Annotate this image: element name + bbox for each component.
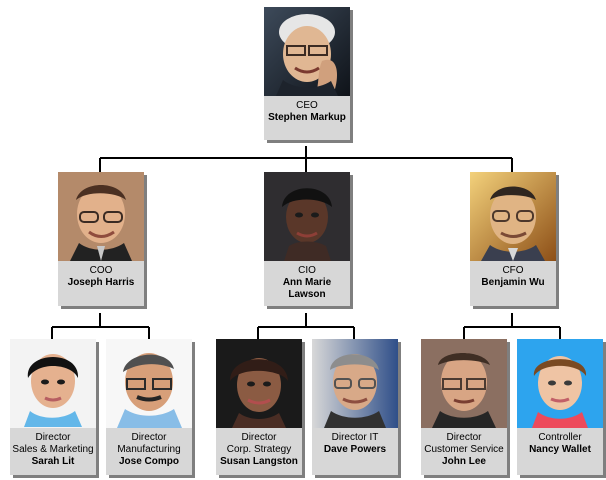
director-manufacturing-photo [106,339,192,428]
ceo-name: Stephen Markup [268,112,346,123]
cio-role: CIO [298,265,316,276]
controller-role: Controller [538,432,582,443]
cfo-caption: CFO Benjamin Wu [470,261,556,306]
ceo-role: CEO [296,100,318,111]
controller-caption: Controller Nancy Wallet [517,428,603,475]
director-customer-service-caption: Director Customer Service John Lee [421,428,507,475]
ceo-photo [264,7,350,96]
coo-name: Joseph Harris [67,277,135,288]
director-customer-service-role: Director Customer Service [424,432,504,455]
cfo-name: Benjamin Wu [481,277,545,288]
director-sales-photo [10,339,96,428]
director-sales-name: Sarah Lit [31,456,75,467]
director-manufacturing-card: Director Manufacturing Jose Compo [106,339,192,475]
director-customer-service-card: Director Customer Service John Lee [421,339,507,475]
director-manufacturing-name: Jose Compo [118,456,179,467]
director-it-role: Director IT [331,432,379,443]
cfo-photo [470,172,556,261]
coo-card: COO Joseph Harris [58,172,144,306]
director-corp-strategy-role: Director Corp. Strategy [226,432,292,455]
director-corp-strategy-card: Director Corp. Strategy Susan Langston [216,339,302,475]
director-it-card: Director IT Dave Powers [312,339,398,475]
director-manufacturing-role: Director Manufacturing [117,432,181,455]
director-manufacturing-caption: Director Manufacturing Jose Compo [106,428,192,475]
cio-photo [264,172,350,261]
ceo-card: CEO Stephen Markup [264,7,350,140]
controller-card: Controller Nancy Wallet [517,339,603,475]
cio-caption: CIO Ann Marie Lawson [264,261,350,306]
director-corp-strategy-caption: Director Corp. Strategy Susan Langston [216,428,302,475]
ceo-caption: CEO Stephen Markup [264,96,350,140]
coo-photo [58,172,144,261]
cfo-card: CFO Benjamin Wu [470,172,556,306]
director-it-caption: Director IT Dave Powers [312,428,398,475]
coo-role: COO [89,265,113,276]
coo-caption: COO Joseph Harris [58,261,144,306]
cio-card: CIO Ann Marie Lawson [264,172,350,306]
director-customer-service-photo [421,339,507,428]
controller-name: Nancy Wallet [529,444,591,455]
director-corp-strategy-photo [216,339,302,428]
director-sales-card: Director Sales & Marketing Sarah Lit [10,339,96,475]
director-customer-service-name: John Lee [442,456,486,467]
director-it-photo [312,339,398,428]
director-it-name: Dave Powers [323,444,387,455]
director-sales-role: Director Sales & Marketing [12,432,94,455]
director-sales-caption: Director Sales & Marketing Sarah Lit [10,428,96,475]
controller-photo [517,339,603,428]
director-corp-strategy-name: Susan Langston [220,456,298,467]
cio-name: Ann Marie Lawson [282,277,332,300]
cfo-role: CFO [502,265,524,276]
